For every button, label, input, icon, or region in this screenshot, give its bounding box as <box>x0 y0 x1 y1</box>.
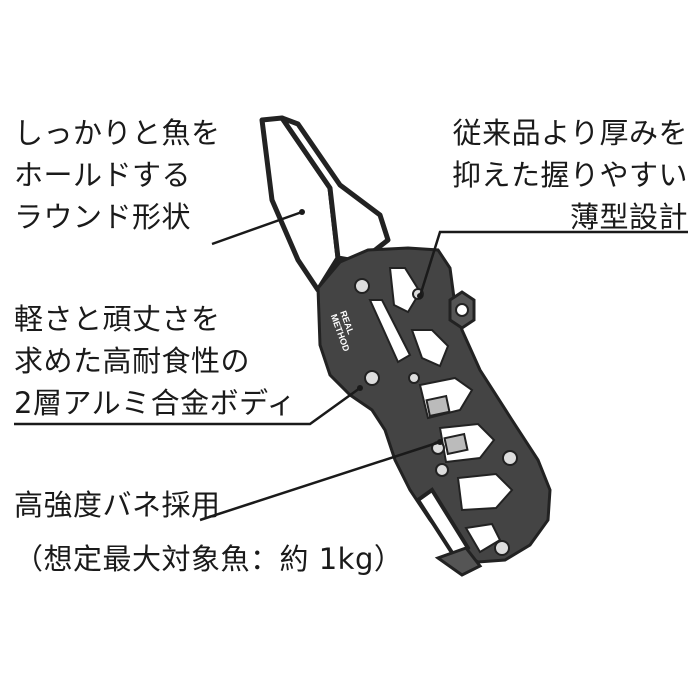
callout-line: 軽さと頑丈さを <box>14 302 221 336</box>
callout-line: 従来品より厚みを <box>452 116 688 150</box>
callout-line: ラウンド形状 <box>14 200 192 234</box>
trigger-lever <box>415 487 483 577</box>
springs <box>425 394 469 456</box>
leader-dots <box>299 209 443 445</box>
callout-line: 抑えた握りやすい <box>451 158 688 192</box>
lanyard-ring <box>448 290 476 330</box>
callout-body-material: 軽さと頑丈さを 求めた高耐食性の 2層アルミ合金ボディ <box>14 298 296 424</box>
callout-line: しっかりと魚を <box>14 116 221 150</box>
callout-line: 2層アルミ合金ボディ <box>14 386 297 420</box>
callout-line: ホールドする <box>14 158 192 192</box>
grip-jaws <box>259 115 391 293</box>
callout-grip-shape: しっかりと魚を ホールドする ラウンド形状 <box>14 112 221 238</box>
leader-lines <box>14 210 688 522</box>
capacity-note: （想定最大対象魚：約 1kg） <box>14 538 403 580</box>
callout-thin-handle: 従来品より厚みを 抑えた握りやすい 薄型設計 <box>452 112 688 238</box>
callout-line: 薄型設計 <box>569 200 688 234</box>
callout-line: 高強度バネ採用 <box>14 488 221 522</box>
capacity-note-text: （想定最大対象魚：約 1kg） <box>14 542 404 576</box>
callout-spring: 高強度バネ採用 <box>14 484 221 526</box>
callout-line: 求めた高耐食性の <box>14 344 251 378</box>
